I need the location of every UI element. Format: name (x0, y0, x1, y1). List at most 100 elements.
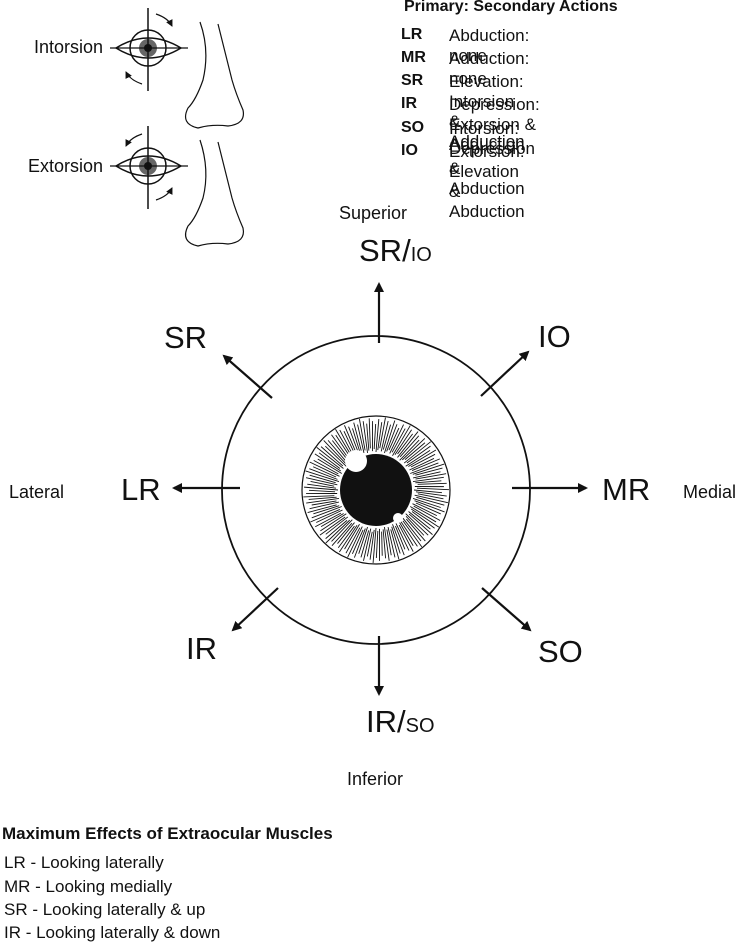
iris-fiber (320, 513, 347, 532)
iris-fiber (387, 526, 396, 558)
iris-fiber (413, 505, 441, 521)
iris-fiber (307, 504, 337, 514)
iris-fiber (392, 524, 405, 556)
muscle-label-top-main: SR/ (359, 233, 411, 268)
iris-fiber (404, 442, 426, 460)
arrow-lower-left (231, 587, 279, 632)
iris-fiber (389, 424, 404, 454)
iris-fiber (313, 459, 339, 475)
iris-fiber (397, 433, 413, 455)
iris-fiber (339, 429, 354, 456)
iris-fiber (412, 463, 445, 475)
iris-fiber (391, 526, 401, 554)
legend-code: MR (401, 49, 426, 66)
iris-fiber (408, 513, 433, 535)
iris-fiber (319, 516, 346, 536)
iris-fiber (323, 440, 347, 464)
iris-fiber (318, 452, 341, 469)
iris-fiber (331, 522, 353, 547)
muscle-label-bottom-sub: SO (405, 715, 435, 737)
iris-fiber (358, 526, 368, 554)
nose-profile-lower-icon (185, 139, 245, 247)
muscle-label-lower-right: SO (538, 634, 583, 669)
iris-fiber (317, 458, 342, 474)
iris-fiber (327, 440, 346, 462)
iris-fiber (416, 496, 445, 506)
iris-fiber (415, 467, 443, 476)
iris-fiber (415, 473, 447, 480)
intorsion-label: Intorsion (34, 37, 104, 57)
max-effects-row: LR - Looking laterally (4, 853, 164, 872)
iris-fiber (309, 501, 340, 510)
iris-fiber (372, 527, 377, 563)
iris-fiber (345, 527, 361, 554)
iris-fiber (312, 466, 337, 478)
nose-profile-upper-icon (185, 21, 245, 129)
iris-fiber (416, 487, 450, 491)
iris-fiber (311, 506, 342, 519)
iris-fiber (409, 458, 435, 471)
iris-fiber (344, 425, 357, 455)
superior-label: Superior (339, 203, 408, 223)
iris-fiber (360, 530, 370, 558)
iris-fiber (320, 513, 344, 528)
lateral-label: Lateral (9, 482, 65, 502)
muscle-label-top-sub: IO (410, 244, 432, 266)
iris-fiber (412, 476, 444, 482)
iris-fiber (381, 531, 383, 556)
iris-fiber (305, 470, 340, 482)
iris-fiber (410, 506, 437, 523)
muscle-label-left: LR (121, 472, 161, 507)
iris-fiber (310, 509, 341, 523)
legend-code: IR (401, 95, 417, 112)
iris-fiber (411, 511, 435, 529)
iris-fiber (390, 529, 400, 560)
arrow-upper-left (222, 354, 273, 399)
max-effects-row: MR - Looking medially (4, 877, 173, 896)
iris-fiber (331, 434, 350, 460)
iris-fiber (363, 528, 372, 562)
iris-fiber (357, 424, 365, 454)
iris-fiber (358, 418, 366, 451)
iris-fiber (417, 482, 447, 485)
iris-fiber (405, 513, 429, 536)
iris-fiber (411, 458, 440, 471)
iris-fiber (415, 480, 442, 484)
iris-fiber (325, 519, 350, 544)
iris-fiber (388, 427, 400, 451)
legend-desc: Extorsion: Elevation & Abduction (449, 142, 525, 221)
iris-fiber (305, 477, 338, 486)
iris-fiber (353, 528, 366, 558)
iris-fiber (406, 445, 431, 464)
iris-fiber (405, 449, 431, 467)
max-effects-row: SR - Looking laterally & up (4, 900, 206, 919)
legend-desc: Depression: Extorsion & Adduction (449, 95, 540, 154)
iris-fiber (399, 435, 420, 458)
extorsion-label: Extorsion (28, 156, 104, 176)
eye-globe-circle (221, 335, 531, 645)
muscle-label-right: MR (602, 472, 651, 507)
iris-fiber (309, 461, 340, 477)
iris-fiber (311, 500, 337, 506)
iris-fiber (338, 524, 358, 553)
iris-fiber (314, 453, 342, 472)
iris-icon (301, 415, 451, 565)
iris-fiber (337, 522, 355, 544)
iris-fiber (320, 446, 344, 467)
iris-fiber (395, 523, 410, 551)
iris-fiber (412, 498, 441, 508)
iris-fiber (394, 429, 412, 456)
iris-fiber (316, 447, 344, 469)
iris-fiber (402, 517, 422, 542)
muscle-label-top: SR/IO (359, 233, 432, 269)
iris-fiber (308, 496, 337, 500)
iris-fiber (304, 486, 339, 491)
iris-fiber (410, 453, 436, 468)
iris-fiber (344, 524, 360, 550)
iris-fiber (379, 417, 386, 449)
muscle-label-bottom-main: IR/ (366, 704, 406, 739)
max-effects-title: Maximum Effects of Extraocular Muscles (2, 824, 333, 843)
iris-fiber (417, 493, 444, 500)
iris-fiber (398, 524, 414, 552)
